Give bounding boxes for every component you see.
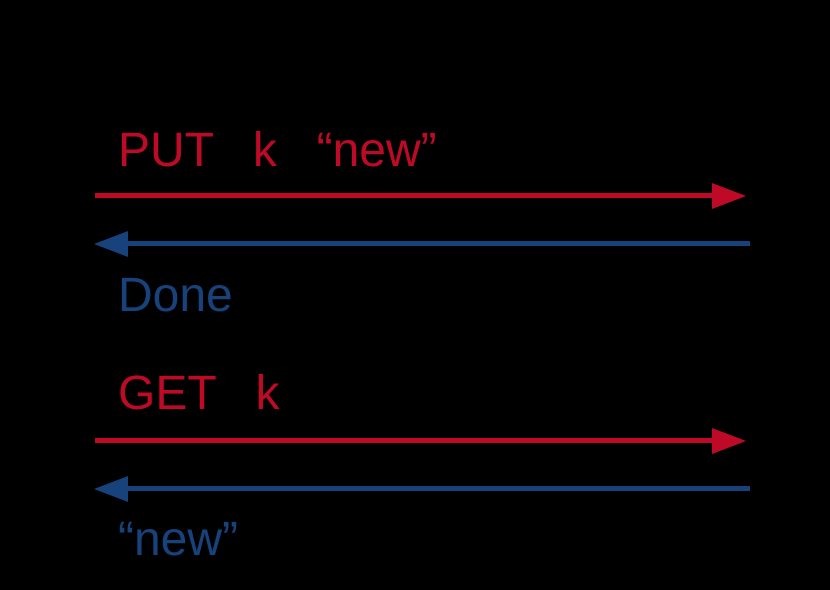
put-request-label: PUT k “new” bbox=[118, 124, 437, 177]
arrowhead-left-icon bbox=[94, 476, 128, 502]
get-reply-arrow bbox=[94, 476, 750, 502]
put-request-arrow bbox=[95, 183, 746, 209]
put-reply-label: Done bbox=[118, 269, 233, 322]
arrowhead-left-icon bbox=[94, 231, 128, 257]
get-request-arrow bbox=[95, 428, 746, 454]
arrowhead-right-icon bbox=[712, 428, 746, 454]
put-reply-arrow-shaft bbox=[124, 241, 750, 246]
get-request-label: GET k bbox=[118, 367, 280, 420]
put-reply-arrow bbox=[94, 231, 750, 257]
get-reply-label: “new” bbox=[118, 513, 239, 566]
get-request-arrow-shaft bbox=[95, 438, 716, 443]
arrowhead-right-icon bbox=[712, 183, 746, 209]
put-request-arrow-shaft bbox=[95, 193, 716, 198]
get-reply-arrow-shaft bbox=[124, 486, 750, 491]
